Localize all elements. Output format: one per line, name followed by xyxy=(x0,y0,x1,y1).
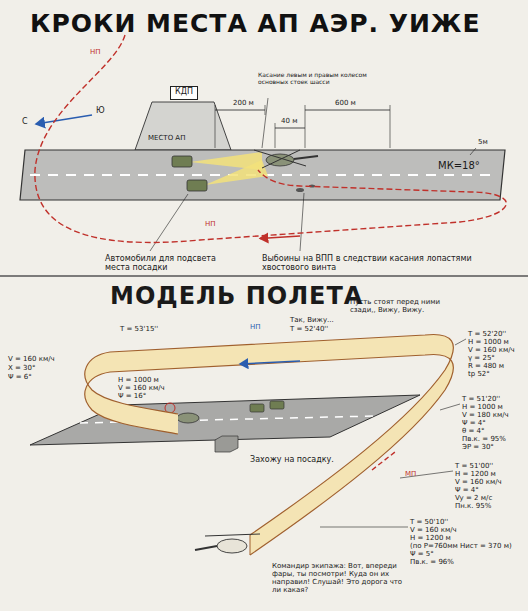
light-beam xyxy=(205,160,268,185)
ribbon-edge xyxy=(250,535,251,555)
direction-arrow xyxy=(260,236,300,239)
flight-ribbon xyxy=(85,334,453,555)
helicopter-body xyxy=(177,413,199,423)
car xyxy=(172,156,192,167)
annotation-text: МП xyxy=(405,470,416,478)
direction-arrow xyxy=(372,452,395,470)
annotation-text: МЕСТО АП xyxy=(148,134,185,142)
annotation-text: T = 52'40'' xyxy=(290,325,328,333)
compass-arrow xyxy=(36,115,92,124)
helicopter-rotor xyxy=(205,534,260,536)
helicopter-rotor xyxy=(262,150,300,168)
annotation-text: НП xyxy=(250,323,261,331)
annotation-text: 5м xyxy=(478,138,488,146)
ribbon-edge xyxy=(85,354,453,555)
annotation-text: МК=18° xyxy=(438,160,480,172)
dimension-tick xyxy=(215,105,216,148)
annotation-text: V = 160 км/ч xyxy=(455,478,502,486)
leader-line xyxy=(470,148,476,155)
car xyxy=(187,180,207,191)
leader-line xyxy=(262,98,268,148)
annotation-text: V = 160 км/ч xyxy=(410,526,457,534)
annotation-text: Ψ = 4° xyxy=(455,486,479,494)
annotation-text: Касание левым и правым колесом основных … xyxy=(258,72,376,86)
annotation-text: tр 52° xyxy=(468,370,490,378)
dimension-line xyxy=(275,128,305,129)
leader-line xyxy=(320,527,408,528)
flight-path xyxy=(35,35,506,242)
dimension-tick xyxy=(275,123,276,148)
annotation-text: H = 1200 м xyxy=(410,534,451,542)
annotation-text: T = 51'00'' xyxy=(455,462,493,470)
runway xyxy=(20,150,505,200)
annotation-text: H = 1000 м xyxy=(118,376,159,384)
annotation-text: С xyxy=(22,117,28,126)
dimension-tick xyxy=(305,105,306,148)
annotation-text: Автомобили для подсвета места посадки xyxy=(105,254,230,272)
annotation-text: (по Р=760мм Нист = 370 м) xyxy=(410,542,512,550)
dimension-line xyxy=(215,110,265,111)
annotation-text: Vy = 2 м/с xyxy=(455,494,492,502)
annotation-text: 40 м xyxy=(281,117,297,125)
annotation-text: H = 1200 м xyxy=(455,470,496,478)
annotation-text: Ψ = 4° xyxy=(462,419,486,427)
annotation-text: T = 52'20'' xyxy=(468,330,506,338)
annotation-text: H = 1000 м xyxy=(462,403,503,411)
helicopter-rotor xyxy=(254,150,306,166)
building-box: КДП xyxy=(170,86,198,100)
annotation-text: Пв.к. = 96% xyxy=(410,558,454,566)
car xyxy=(270,401,284,409)
separator-line xyxy=(0,275,528,277)
dimension-tick xyxy=(390,105,391,148)
dimension-tick xyxy=(265,105,266,115)
annotation-text: V = 160 км/ч xyxy=(468,346,515,354)
car xyxy=(250,404,264,412)
annotation-text: Командир экипажа: Вот, впереди фары, ты … xyxy=(272,562,407,594)
annotation-text: T = 53'15'' xyxy=(120,325,158,333)
annotation-text: θ = 4° xyxy=(462,427,485,435)
annotation-text: V = 160 км/ч xyxy=(118,384,165,392)
direction-arrow xyxy=(240,361,300,364)
node-label: КДП xyxy=(171,87,197,96)
annotation-text: НП xyxy=(90,48,101,56)
pothole xyxy=(296,188,304,192)
annotation-text: Так, Вижу... xyxy=(290,316,334,324)
ribbon-edge xyxy=(85,334,453,535)
helicopter-tail xyxy=(294,156,318,159)
annotation-text: T = 51'20'' xyxy=(462,395,500,403)
annotation-text: Захожу на посадку. xyxy=(250,455,334,464)
annotation-text: Пв.к. = 95% xyxy=(462,435,506,443)
annotation-text: γ = 25° xyxy=(468,354,495,362)
leader-line xyxy=(400,471,453,478)
annotation-text: Пн.к. 95% xyxy=(455,502,491,510)
diagram-title: КРОКИ МЕСТА АП АЭР. УИЖЕ xyxy=(30,10,481,39)
leader-line xyxy=(300,193,304,251)
dimension-line xyxy=(305,110,390,111)
section-heading: МОДЕЛЬ ПОЛЕТА xyxy=(110,283,363,311)
annotation-text: Ψ = 16° xyxy=(118,392,146,400)
annotation-text: Ψ = 6° xyxy=(8,373,32,381)
annotation-text: Ψ = 5° xyxy=(410,550,434,558)
apron xyxy=(135,102,231,150)
annotation-text: T = 50'10'' xyxy=(410,518,448,526)
leader-line xyxy=(440,404,460,410)
helicopter-body xyxy=(217,539,247,553)
annotation-text: Пусть стоят перед ними сзади,, Вижу, Виж… xyxy=(350,298,465,314)
leader-line xyxy=(455,339,466,345)
annotation-text: 600 м xyxy=(335,99,356,107)
annotation-text: НП xyxy=(205,220,216,228)
annotation-text: ЭР = 30° xyxy=(462,443,494,451)
annotation-text: R = 480 м xyxy=(468,362,504,370)
annotation-text: Ю xyxy=(96,106,105,115)
control-tower xyxy=(215,436,238,452)
annotation-text: X = 30° xyxy=(8,364,36,372)
annotation-text: H = 1000 м xyxy=(468,338,509,346)
annotation-text: Выбоины на ВПП в следствии касания лопас… xyxy=(262,254,477,272)
annotation-text: V = 160 км/ч xyxy=(8,355,55,363)
annotation-text: 200 м xyxy=(233,99,254,107)
annotation-text: V = 180 км/ч xyxy=(462,411,509,419)
helicopter-tail xyxy=(195,546,217,550)
